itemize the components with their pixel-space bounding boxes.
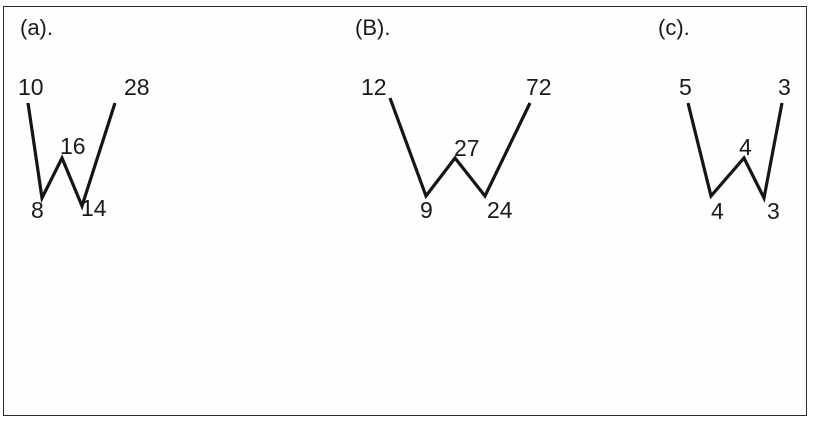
figure-b-peak-value: 27 <box>454 135 480 161</box>
figure-b-bottom-left-value: 9 <box>420 197 433 223</box>
figure-a-bottom-left-value: 8 <box>31 197 44 223</box>
figure-b-top-right-value: 72 <box>526 74 552 100</box>
figure-c-peak-value: 4 <box>739 134 752 160</box>
diagram-frame <box>3 6 807 416</box>
figure-c: (c). 5 4 4 3 3 <box>658 15 791 224</box>
figure-a-peak-value: 16 <box>60 133 86 159</box>
figure-c-top-left-value: 5 <box>679 74 692 100</box>
figure-a-bottom-right-value: 14 <box>81 195 107 221</box>
figure-a-zigzag <box>26 102 117 211</box>
figure-a-top-right-value: 28 <box>124 74 150 100</box>
figure-b-bottom-right-value: 24 <box>487 197 513 223</box>
figure-a-top-left-value: 10 <box>18 74 44 100</box>
figure-b-title: (B). <box>355 15 390 40</box>
figure-b-top-left-value: 12 <box>361 74 387 100</box>
figure-a: (a). 10 8 16 14 28 <box>18 15 150 223</box>
figure-c-bottom-left-value: 4 <box>711 198 724 224</box>
figure-b-zigzag <box>388 97 532 200</box>
figure-c-bottom-right-value: 3 <box>767 198 780 224</box>
figure-b: (B). 12 9 27 24 72 <box>355 15 552 223</box>
figure-c-top-right-value: 3 <box>778 74 791 100</box>
figure-a-title: (a). <box>20 15 53 40</box>
figure-c-zigzag <box>686 102 784 203</box>
figure-c-title: (c). <box>658 15 690 40</box>
